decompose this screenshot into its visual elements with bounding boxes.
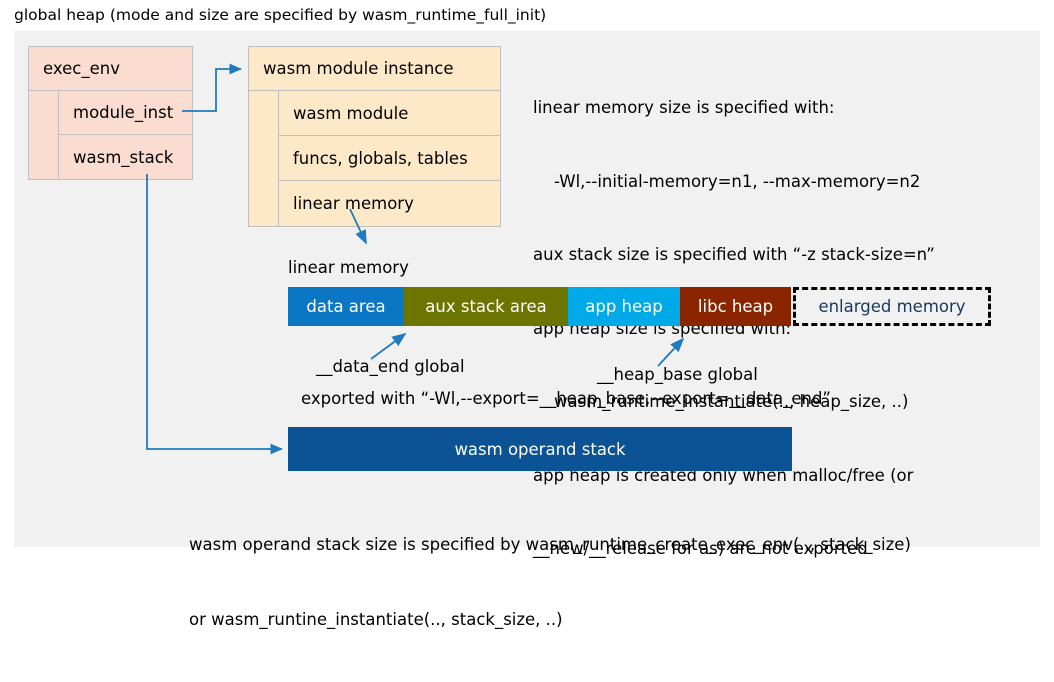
annotation-data-end: __data_end global [316, 357, 465, 376]
wasm-module-instance-body: wasm module funcs, globals, tables linea… [249, 91, 500, 226]
wasm-module-instance-box: wasm module instance wasm module funcs, … [248, 46, 501, 227]
exec-env-row-wasm-stack: wasm_stack [73, 147, 174, 167]
wasm-module-instance-gutter [249, 91, 279, 226]
row-wasm-module: wasm module [279, 91, 500, 136]
segment-data-area: data area [288, 287, 404, 326]
wasm-operand-stack-box: wasm operand stack [288, 427, 792, 471]
bottom-note-line-0: wasm operand stack size is specified by … [189, 535, 911, 554]
note-line-2: aux stack size is specified with “-z sta… [533, 245, 935, 264]
note-line-1: -Wl,--initial-memory=n1, --max-memory=n2 [533, 171, 921, 191]
exec-env-gutter [29, 91, 59, 179]
diagram-canvas: global heap (mode and size are specified… [14, 6, 1040, 629]
row-linear-memory: linear memory [293, 194, 414, 213]
linear-memory-bar: data area aux stack area app heap libc h… [288, 287, 991, 326]
exec-env-body: module_inst wasm_stack [29, 91, 192, 179]
segment-libc-heap: libc heap [680, 287, 791, 326]
annotation-heap-base: __heap_base global [597, 365, 758, 384]
wasm-module-instance-rows: wasm module funcs, globals, tables linea… [279, 91, 500, 226]
segment-aux-stack-area: aux stack area [404, 287, 568, 326]
exec-env-row-module-inst: module_inst [59, 91, 192, 135]
exec-env-header: exec_env [29, 47, 192, 91]
bottom-note-block: wasm operand stack size is specified by … [189, 482, 911, 682]
segment-app-heap: app heap [568, 287, 680, 326]
note-line-4: wasm_runtime_instantiate(.., heap_size, … [533, 392, 909, 411]
note-line-0: linear memory size is specified with: [533, 98, 835, 117]
exec-env-rows: module_inst wasm_stack [59, 91, 192, 179]
annotation-exported-with: exported with “-Wl,--export=__heap_base,… [301, 389, 831, 408]
linear-memory-label: linear memory [288, 258, 409, 277]
wasm-module-instance-header: wasm module instance [249, 47, 500, 91]
segment-enlarged-memory: enlarged memory [793, 287, 991, 326]
exec-env-box: exec_env module_inst wasm_stack [28, 46, 193, 180]
bottom-note-line-1: or wasm_runtine_instantiate(.., stack_si… [189, 610, 563, 629]
row-funcs-globals-tables: funcs, globals, tables [279, 136, 500, 181]
page-title: global heap (mode and size are specified… [14, 6, 547, 24]
